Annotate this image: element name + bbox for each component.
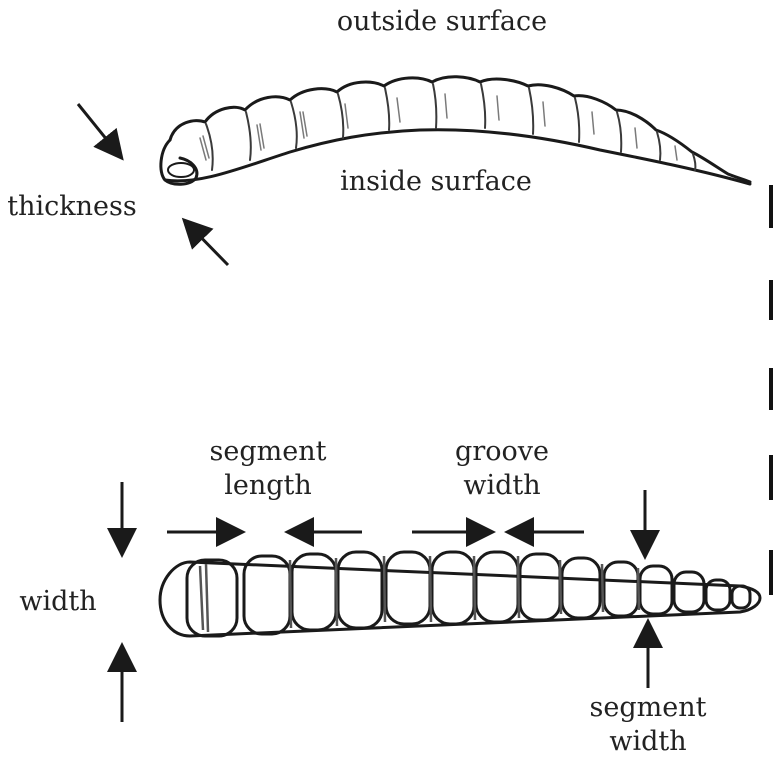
groove-width-label-line1: groove xyxy=(455,436,549,467)
inside-surface-label: inside surface xyxy=(340,166,532,197)
groove-width-label-line2: width xyxy=(463,470,540,501)
segment-width-label-line1: segment xyxy=(590,692,707,723)
width-label: width xyxy=(19,586,96,617)
segment-length-label-line1: segment xyxy=(210,436,327,467)
outside-surface-label: outside surface xyxy=(337,6,547,37)
thickness-arrow-upper xyxy=(78,104,120,156)
segment-width-label-line2: width xyxy=(609,726,686,757)
segment-length-label-line2: length xyxy=(224,470,312,501)
thickness-label: thickness xyxy=(7,191,136,222)
end-opening xyxy=(168,163,194,177)
thickness-arrow-lower xyxy=(186,222,228,265)
top-view-specimen xyxy=(160,552,760,636)
